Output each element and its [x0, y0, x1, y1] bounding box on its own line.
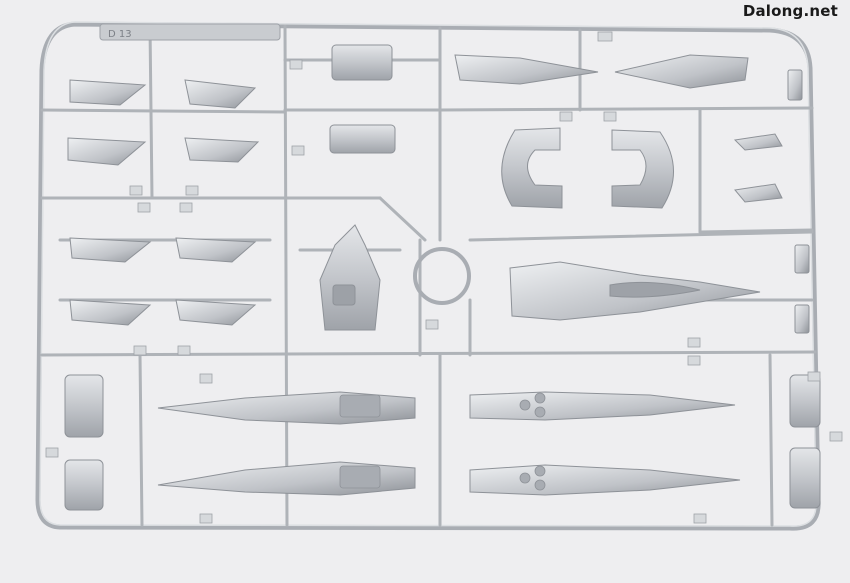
sprue-frame-highlight [39, 21, 817, 527]
sprue-tag-plate: D 13 [99, 23, 281, 41]
blade-parts-top-right [454, 54, 749, 89]
part-number-tabs [45, 31, 843, 524]
leg-part-details [339, 392, 546, 491]
sprue-frame [35, 21, 821, 531]
site-watermark: Dalong.net [742, 2, 838, 20]
sprue-ring [413, 247, 471, 305]
small-parts-right [733, 69, 810, 334]
sprue-tag-text: D 13 [108, 29, 132, 40]
small-parts-top-center [329, 44, 396, 154]
c-shaped-parts [501, 127, 674, 209]
leg-parts [157, 391, 741, 496]
armor-parts-upper-left [67, 79, 260, 326]
nose-part-right [509, 261, 761, 321]
sprue-runners [40, 24, 817, 527]
torso-part-center [319, 224, 381, 331]
small-blocks-left [64, 374, 821, 511]
